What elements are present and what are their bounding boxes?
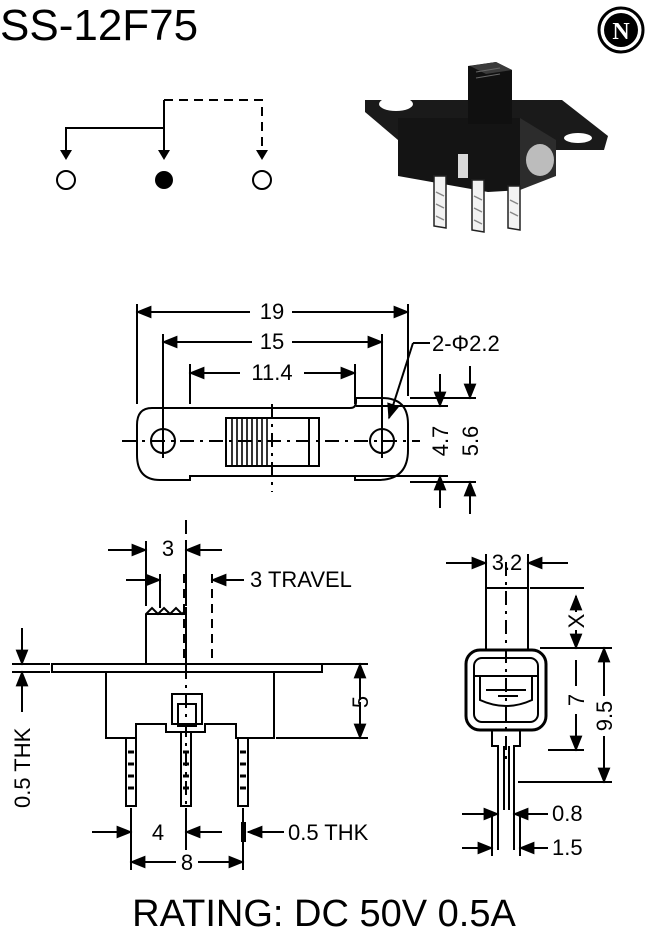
dim-9-5: 9.5 [592, 701, 617, 732]
frame-thickness-label: 0.5 THK [10, 727, 35, 808]
pin-left [125, 737, 137, 807]
terminal-left-open [56, 170, 76, 190]
dim-0-8: 0.8 [552, 801, 583, 826]
dim-body-height-front: 5 [348, 696, 373, 708]
dim-frame-height: 5.6 [458, 426, 483, 457]
rating-label: RATING: DC 50V 0.5A [132, 893, 516, 934]
travel-label: 3 TRAVEL [250, 567, 352, 592]
dim-side-width: 3.2 [492, 550, 523, 575]
terminal-right-open [252, 170, 272, 190]
dim-hole-pitch: 15 [260, 329, 284, 354]
dim-x: X [564, 613, 589, 628]
terminal-common [155, 171, 173, 189]
dim-overall-length: 19 [260, 299, 284, 324]
pin-right [237, 737, 249, 807]
switch-product-illustration [365, 62, 608, 233]
dim-hole-diameter: 2-Φ2.2 [432, 331, 500, 356]
dim-body-height: 4.7 [428, 426, 453, 457]
part-number-title: SS-12F75 [0, 1, 198, 50]
dim-1-5: 1.5 [552, 835, 583, 860]
manufacturer-logo: N [597, 6, 645, 54]
dim-pin-pitch: 4 [152, 820, 164, 845]
top-view-drawing: 19 15 11.4 2-Φ2.2 4.7 5.6 [122, 298, 500, 514]
dim-pin-span: 8 [181, 850, 193, 875]
side-view-drawing: 3.2 X 7 9.5 0.8 1.5 [446, 550, 617, 860]
front-view-drawing: 3 3 TRAVEL 5 0.5 THK 4 0.5 THK 8 [10, 520, 373, 875]
circuit-schematic [56, 99, 272, 190]
dim-body-length: 11.4 [251, 360, 292, 385]
dim-actuator-width: 3 [162, 536, 174, 561]
pin-thickness-label: 0.5 THK [288, 820, 369, 845]
logo-letter: N [612, 19, 630, 45]
dim-7: 7 [564, 694, 589, 706]
